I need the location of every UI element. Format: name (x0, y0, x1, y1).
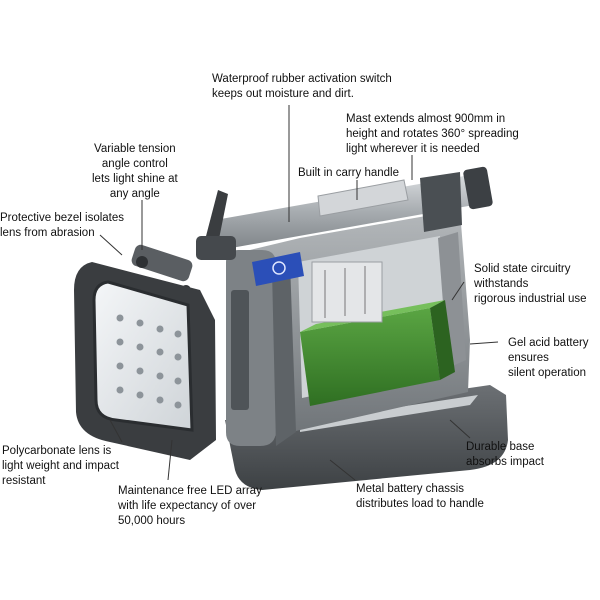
circuit-board (311, 261, 383, 323)
callout-solid-state: Solid state circuitry withstands rigorou… (474, 263, 587, 305)
side-panel (226, 250, 296, 446)
callout-protective-bezel: Protective bezel isolates lens from abra… (0, 212, 125, 239)
lamp-head (74, 262, 216, 460)
leader-lines (99, 105, 499, 481)
callout-durable-base: Durable base absorbs impact (466, 441, 544, 468)
tension-knob (196, 190, 236, 260)
callout-polycarbonate-lens: Polycarbonate lens is light weight and i… (2, 445, 119, 487)
callout-battery-chassis: Metal battery chassis distributes load t… (356, 483, 484, 510)
led-array (116, 314, 182, 409)
callout-variable-tension: Variable tension angle control lets ligh… (92, 143, 178, 200)
callout-led-array: Maintenance free LED array with life exp… (118, 485, 262, 527)
durable-base (225, 385, 508, 490)
callout-mast: Mast extends almost 900mm in height and … (346, 113, 519, 155)
activation-switch (252, 252, 304, 286)
callout-carry-handle: Built in carry handle (298, 167, 399, 179)
telescopic-mast (215, 166, 493, 250)
carry-handle (317, 179, 409, 217)
callout-gel-battery: Gel acid battery ensures silent operatio… (508, 337, 589, 379)
callout-waterproof-switch: Waterproof rubber activation switch keep… (212, 73, 392, 100)
